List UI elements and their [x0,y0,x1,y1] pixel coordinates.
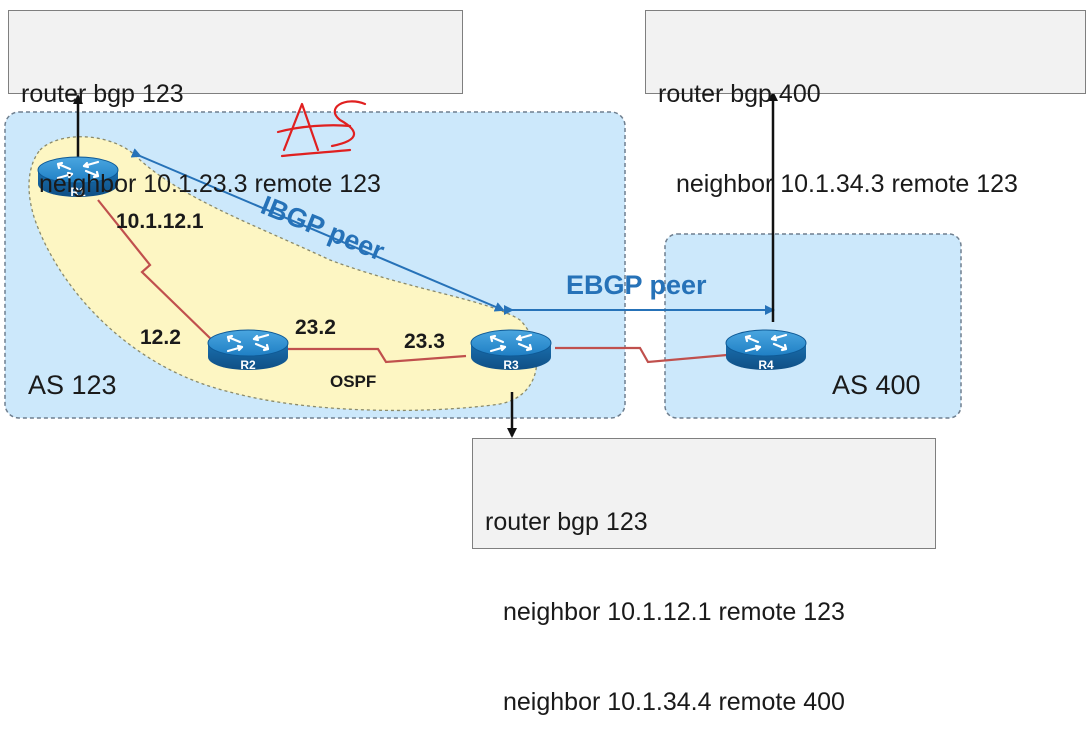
r1-config-title: router bgp 123 [21,80,184,108]
ip-label-23-2: 23.2 [295,316,336,339]
router-r4[interactable]: R4 [724,328,808,372]
router-r3-label: R3 [503,358,519,372]
r3-config-neighbor-2: neighbor 10.1.34.4 remote 400 [503,688,845,716]
ip-label-23-3: 23.3 [404,330,445,353]
r3-config-title: router bgp 123 [485,508,648,536]
link-r3-r4 [555,346,728,364]
r4-config-box: router bgp 400 neighbor 10.1.34.3 remote… [645,10,1086,198]
ibgp-arrow [130,148,505,312]
router-r1-label: R1 [70,185,86,199]
ip-label-10-1-12-1: 10.1.12.1 [116,210,204,233]
r1-config-neighbor: neighbor 10.1.23.3 remote 123 [39,170,381,198]
r3-config-neighbor-1: neighbor 10.1.12.1 remote 123 [503,598,845,626]
as400-area [664,233,962,419]
router-r2-label: R2 [240,358,256,372]
r4-config-neighbor: neighbor 10.1.34.3 remote 123 [676,170,1018,198]
router-r1[interactable]: R1 [36,155,120,199]
ip-label-12-2: 12.2 [140,326,181,349]
ebgp-peer-label: EBGP peer [566,270,707,300]
r1-config-box: router bgp 123 neighbor 10.1.23.3 remote… [8,10,463,198]
r4-config-title: router bgp 400 [658,80,821,108]
r3-config-box: router bgp 123 neighbor 10.1.12.1 remote… [472,438,936,716]
router-r4-label: R4 [758,358,774,372]
router-r2[interactable]: R2 [206,328,290,372]
handwritten-as-annotation [276,100,367,158]
network-diagram: R1 R2 R3 R4 [4,91,962,438]
as123-label: AS 123 [28,370,117,400]
link-r2-r3 [286,347,467,364]
as400-label: AS 400 [832,370,921,400]
router-r3[interactable]: R3 [469,328,553,372]
ospf-label: OSPF [330,372,377,391]
